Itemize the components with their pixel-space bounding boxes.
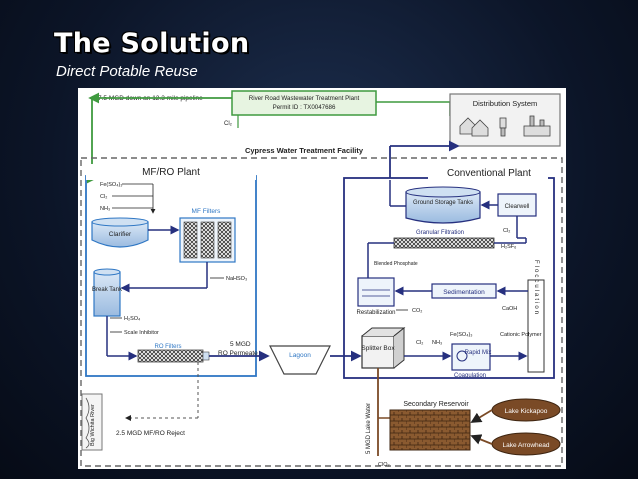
ro-permeate-flow-label: 5 MGD xyxy=(230,341,251,348)
distribution-system-label: Distribution System xyxy=(473,99,538,108)
kickapoo-to-reservoir xyxy=(470,409,493,423)
slide-subtitle: Direct Potable Reuse xyxy=(56,63,198,80)
process-diagram-svg: River Road Wastewater Treatment Plant Pe… xyxy=(80,90,563,468)
wwtp-name: River Road Wastewater Treatment Plant xyxy=(249,95,360,102)
coagulation-label: Coagulation xyxy=(454,373,486,379)
break-tank: Break Tank xyxy=(92,268,123,317)
sedimentation-label: Sedimentation xyxy=(443,289,485,296)
cl2-right-label: Cl₂ xyxy=(503,228,510,234)
rapid-mix: Rapid Mix Coagulation xyxy=(451,343,492,379)
process-diagram: River Road Wastewater Treatment Plant Pe… xyxy=(78,88,566,469)
cl2-top-label: Cl₂ xyxy=(224,121,233,127)
secondary-reservoir: Secondary Reservoir xyxy=(389,401,471,451)
mf-filters-label: MF Filters xyxy=(192,208,222,215)
ro-filters-label: RO Filters xyxy=(155,344,182,350)
splitter-box-label: Splitter Box xyxy=(361,345,395,352)
clearwell: Clearwell xyxy=(497,193,537,217)
fe-right-label: Fe(SO₄)₃ xyxy=(450,332,473,338)
big-wichita-river-label: Big Wichita River xyxy=(90,404,96,446)
co2-label: CO₂ xyxy=(412,308,422,314)
cationic-polymer-label: Cationic Polymer xyxy=(500,332,542,338)
lake-kickapoo: Lake Kickapoo xyxy=(491,398,561,422)
big-wichita-river: Big Wichita River xyxy=(81,393,103,451)
mixer-icon xyxy=(456,350,468,362)
faucet-icon xyxy=(499,117,507,137)
clarifier-label: Clarifier xyxy=(109,231,132,238)
flocculation-label: Flocculation xyxy=(533,260,539,316)
conventional-plant: Conventional Plant Ground Storage Tanks … xyxy=(343,165,555,379)
cl2-splitter-label: Cl₂ xyxy=(416,340,423,346)
ro-permeate-label: RO Permeate xyxy=(218,350,258,357)
mfro-plant: MF/RO Plant Fe(SO₄)₃ Cl₂ NH₃ Clarifier M… xyxy=(85,164,258,377)
scale-inhibitor-label: Scale Inhibitor xyxy=(124,330,159,336)
lake-kickapoo-label: Lake Kickapoo xyxy=(505,408,548,415)
facility-title: Cypress Water Treatment Facility xyxy=(245,146,364,155)
distribution-system-box: Distribution System xyxy=(449,93,561,147)
lake-water-label: 5 MGD Lake Water xyxy=(366,403,372,454)
granular-filtration: Granular Filtration xyxy=(393,230,495,249)
lagoon-label: Lagoon xyxy=(289,352,311,359)
restabilization-label: Restabilization xyxy=(356,310,395,316)
nahso3-label: NaHSO₃ xyxy=(226,276,247,282)
wastewater-plant-box: River Road Wastewater Treatment Plant Pe… xyxy=(231,90,377,116)
restabilization: Restabilization xyxy=(356,277,396,316)
ro-filters: RO Filters xyxy=(137,344,210,363)
facility-boundary xyxy=(80,157,563,467)
clo2-label: ClO₂ xyxy=(378,462,390,468)
caoh-label: CaOH xyxy=(502,306,517,312)
lake-arrowhead-label: Lake Arrowhead xyxy=(503,442,550,449)
chem-nh3-label: NH₃ xyxy=(100,206,110,212)
clearwell-label: Clearwell xyxy=(505,204,530,210)
h2so4-label: H₂SO₄ xyxy=(124,316,141,322)
lagoon: Lagoon xyxy=(269,345,331,375)
ground-storage-tanks: Ground Storage Tanks xyxy=(405,186,481,224)
lake-arrowhead: Lake Arrowhead xyxy=(491,432,561,456)
sedimentation: Sedimentation xyxy=(431,283,497,299)
splitter-box: Splitter Box xyxy=(361,326,406,369)
secondary-reservoir-label: Secondary Reservoir xyxy=(403,401,469,408)
rapid-mix-label: Rapid Mix xyxy=(465,350,492,356)
chem-fe-label: Fe(SO₄)₃ xyxy=(100,182,123,188)
wwtp-permit: Permit ID : TX0047686 xyxy=(273,104,336,111)
slide-title: The Solution xyxy=(54,28,250,59)
arrowhead-to-reservoir xyxy=(470,434,493,445)
factory-icon xyxy=(523,115,551,137)
granular-filtration-label: Granular Filtration xyxy=(416,230,464,236)
houses-icon xyxy=(459,117,489,137)
flocculation: Flocculation xyxy=(527,260,545,373)
mfro-plant-title: MF/RO Plant xyxy=(142,167,200,178)
break-tank-label: Break Tank xyxy=(92,287,123,293)
mfro-reject-label: 2.5 MGD MF/RO Reject xyxy=(116,430,185,437)
conventional-plant-title: Conventional Plant xyxy=(447,168,531,179)
chem-cl2-label: Cl₂ xyxy=(100,194,107,200)
mf-filters: MF Filters xyxy=(179,208,236,263)
h2sf6-label: H₂SF₆ xyxy=(501,244,516,250)
clarifier-tank: Clarifier xyxy=(91,217,149,248)
nh3-splitter-label: NH₃ xyxy=(432,340,442,346)
ground-storage-label: Ground Storage Tanks xyxy=(413,200,473,206)
blended-phosphate-label: Blended Phosphate xyxy=(374,261,418,267)
